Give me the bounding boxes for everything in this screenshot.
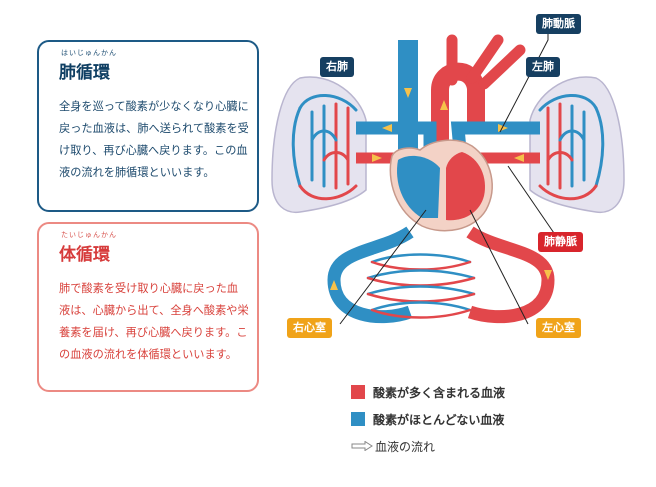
legend-oxygen-rich: 酸素が多く含まれる血液 [351, 383, 505, 401]
pulmonary-circulation-card: はいじゅんかん 肺循環 全身を巡って酸素が少なくなり心臓に戻った血液は、肺へ送ら… [37, 40, 259, 212]
superior-vena-cava [398, 40, 418, 170]
systemic-circulation-card: たいじゅんかん 体循環 肺で酸素を受け取り心臓に戻った血液は、心臓から出て、全身… [37, 222, 259, 392]
flow-arrow-icon [351, 441, 373, 451]
pulmonary-description: 全身を巡って酸素が少なくなり心臓に戻った血液は、肺へ送られて酸素を受け取り、再び… [59, 100, 249, 179]
aortic-branches [446, 34, 526, 90]
legend-blue-swatch [351, 412, 365, 426]
pulmonary-vein-label: 肺静脈 [538, 232, 583, 252]
systemic-description: 肺で酸素を受け取り心臓に戻った血液は、心臓から出て、全身へ酸素や栄養素を届け、再… [59, 282, 249, 361]
legend-oxygen-poor-text: 酸素がほとんどない血液 [373, 412, 505, 427]
legend-oxygen-poor: 酸素がほとんどない血液 [351, 410, 504, 428]
legend-flow-text: 血液の流れ [375, 439, 436, 454]
systemic-capillaries [366, 253, 476, 319]
heart-right-side [397, 155, 440, 218]
left-lung-shape [529, 76, 625, 214]
pulmonary-artery-label: 肺動脈 [536, 14, 581, 34]
systemic-title: 体循環 [59, 245, 110, 265]
systemic-loop-red [466, 226, 555, 324]
right-lung-capillaries [291, 94, 358, 201]
pulmonary-artery-right [356, 121, 437, 150]
legend-flow: 血液の流れ [351, 437, 435, 455]
pulmonary-title: 肺循環 [59, 63, 110, 83]
left-lung-label: 左肺 [526, 57, 560, 77]
pulmonary-title-ruby: はいじゅんかん [61, 49, 117, 57]
systemic-title-ruby: たいじゅんかん [61, 231, 117, 239]
legend-oxygen-rich-text: 酸素が多く含まれる血液 [373, 385, 506, 400]
right-ventricle-label: 右心室 [287, 318, 332, 338]
right-lung-label: 右肺 [320, 57, 354, 77]
left-ventricle-label: 左心室 [536, 318, 581, 338]
heart-left-side [446, 152, 486, 221]
right-lung-shape [271, 76, 367, 214]
left-lung-capillaries [538, 94, 605, 201]
legend-red-swatch [351, 385, 365, 399]
